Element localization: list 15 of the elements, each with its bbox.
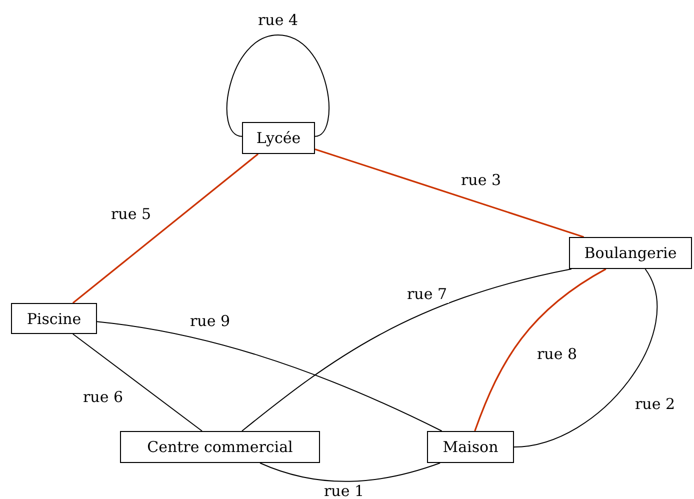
road-line <box>314 148 584 238</box>
road-line <box>72 334 202 432</box>
road-line <box>514 268 658 448</box>
road-line <box>260 462 441 482</box>
road-line <box>72 153 259 304</box>
place-box: Maison <box>427 431 514 463</box>
road-line <box>242 268 572 432</box>
place-box: Boulangerie <box>569 237 692 269</box>
road-line <box>96 321 442 432</box>
road-line <box>226 34 330 137</box>
edge-label: rue 7 <box>404 285 450 303</box>
place-box: Lycée <box>242 122 315 154</box>
place-box: Piscine <box>11 303 97 334</box>
place-box: Centre commercial <box>120 431 320 463</box>
road-line <box>474 268 606 432</box>
